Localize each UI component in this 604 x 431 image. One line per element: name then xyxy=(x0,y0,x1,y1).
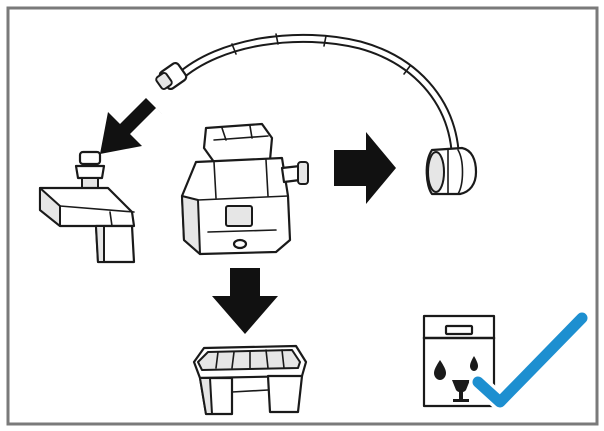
arrow-right-icon xyxy=(334,132,396,204)
diagram-frame xyxy=(6,6,599,426)
hose-end-connector xyxy=(155,61,188,91)
arrow-down-left-icon xyxy=(100,98,162,154)
hose-part xyxy=(155,33,478,196)
valve-housing-part xyxy=(180,122,309,256)
checkmark-icon xyxy=(469,309,591,411)
spray-nozzle-part xyxy=(38,150,136,264)
arrow-down-icon xyxy=(212,268,278,334)
hose-clamp-fitting xyxy=(425,146,478,196)
filter-base-part xyxy=(192,344,308,416)
